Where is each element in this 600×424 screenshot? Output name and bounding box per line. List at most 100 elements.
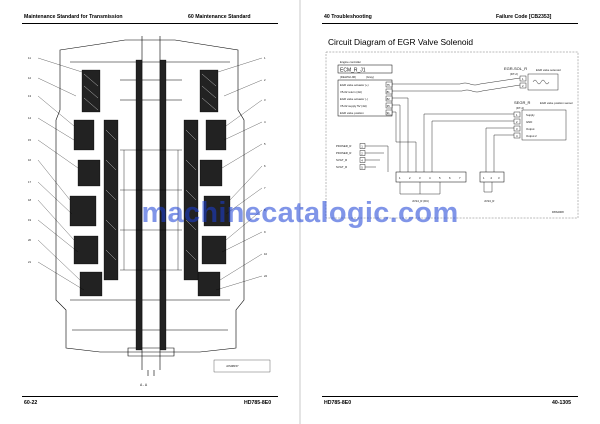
svg-text:Supply: Supply bbox=[526, 113, 535, 117]
svg-text:1: 1 bbox=[264, 56, 266, 60]
svg-text:1: 1 bbox=[361, 145, 363, 149]
circuit-diagram-title: Circuit Diagram of EGR Valve Solenoid bbox=[328, 37, 474, 47]
right-header-failure-code: Failure Code [CB2353] bbox=[496, 14, 552, 20]
watermark-text: machinecatalogic.com bbox=[141, 197, 459, 229]
svg-text:Engine controller: Engine controller bbox=[340, 60, 361, 64]
svg-text:12: 12 bbox=[28, 76, 32, 80]
svg-text:8: 8 bbox=[264, 208, 266, 212]
svg-text:82: 82 bbox=[387, 97, 391, 101]
right-page-number: 40-1305 bbox=[552, 400, 572, 406]
svg-text:10: 10 bbox=[264, 252, 268, 256]
svg-text:3: 3 bbox=[516, 127, 518, 131]
egr-solenoid-connector: EGR-SOL_R (DT-2) EGR valve solenoid 1 2 bbox=[504, 66, 561, 91]
svg-text:V5-02 return (4H): V5-02 return (4H) bbox=[340, 90, 362, 94]
svg-text:35: 35 bbox=[387, 104, 391, 108]
svg-text:EGR valve solenoid: EGR valve solenoid bbox=[536, 68, 561, 72]
svg-text:91: 91 bbox=[387, 111, 391, 115]
svg-text:6: 6 bbox=[264, 164, 266, 168]
right-model-code: HD785-8E0 bbox=[324, 400, 352, 406]
ecm-controller-box: Engine controller ECM_R_J1 (DELPHI-96) (… bbox=[337, 60, 393, 117]
svg-text:3: 3 bbox=[419, 176, 421, 180]
svg-text:22: 22 bbox=[264, 274, 268, 278]
left-header-chapter: 60 Maintenance Standard bbox=[188, 14, 251, 20]
svg-text:14: 14 bbox=[28, 116, 32, 120]
egr-position-sensor-connector: SEGR_R (DT-4) EGR valve position sensor … bbox=[513, 100, 573, 141]
svg-text:16: 16 bbox=[28, 158, 32, 162]
right-header-rule bbox=[322, 23, 578, 24]
svg-text:11: 11 bbox=[28, 56, 31, 60]
svg-text:4: 4 bbox=[429, 176, 431, 180]
svg-text:6: 6 bbox=[449, 176, 451, 180]
svg-text:1: 1 bbox=[399, 176, 401, 180]
svg-text:5: 5 bbox=[264, 142, 266, 146]
left-model-code: HD785-8E0 bbox=[244, 400, 272, 406]
left-page-number: 60-22 bbox=[24, 400, 38, 406]
svg-text:19: 19 bbox=[28, 218, 32, 222]
harness-connector-list: PDOSER_R 1 PDOSER_R 2 SVGT_R 4 SVGT_R 5 bbox=[336, 143, 366, 170]
svg-text:81: 81 bbox=[387, 90, 391, 94]
svg-text:EGR valve position: EGR valve position bbox=[340, 111, 364, 115]
right-footer-rule bbox=[322, 396, 578, 397]
svg-text:V5-02 supply 5V (4H): V5-02 supply 5V (4H) bbox=[340, 104, 367, 108]
binding-gutter bbox=[299, 0, 301, 424]
svg-text:2: 2 bbox=[264, 78, 266, 82]
svg-text:2: 2 bbox=[409, 176, 411, 180]
svg-text:2: 2 bbox=[522, 84, 524, 88]
svg-text:75: 75 bbox=[387, 83, 391, 87]
svg-text:18: 18 bbox=[28, 198, 32, 202]
svg-text:SVGT_R: SVGT_R bbox=[336, 165, 347, 169]
svg-text:EGR valve actuator (+): EGR valve actuator (+) bbox=[340, 83, 369, 87]
svg-text:PDOSER_R: PDOSER_R bbox=[336, 151, 351, 155]
right-page: 40 Troubleshooting Failure Code [CB2353]… bbox=[300, 0, 600, 424]
right-figure-code: D8S2008 bbox=[552, 210, 564, 214]
svg-text:JCS4_R (DU): JCS4_R (DU) bbox=[412, 199, 429, 203]
svg-text:ECM_R_J1: ECM_R_J1 bbox=[340, 68, 366, 74]
svg-text:5: 5 bbox=[361, 166, 363, 170]
egr-circuit-diagram: Engine controller ECM_R_J1 (DELPHI-96) (… bbox=[325, 51, 579, 219]
figure-code-frame bbox=[213, 359, 271, 373]
left-footer-rule bbox=[22, 396, 278, 397]
svg-text:7: 7 bbox=[264, 186, 266, 190]
svg-text:4: 4 bbox=[516, 134, 518, 138]
svg-text:7: 7 bbox=[459, 176, 461, 180]
left-figure-code: J2S08157 bbox=[226, 364, 239, 368]
svg-text:20: 20 bbox=[28, 238, 32, 242]
right-header-section: 40 Troubleshooting bbox=[324, 14, 372, 20]
svg-text:5: 5 bbox=[439, 176, 441, 180]
svg-text:EGR valve position sensor: EGR valve position sensor bbox=[540, 101, 573, 105]
svg-text:EGR-SOL_R: EGR-SOL_R bbox=[504, 66, 527, 71]
svg-text:3: 3 bbox=[264, 98, 266, 102]
svg-text:Output 2: Output 2 bbox=[526, 134, 537, 138]
svg-text:(DT-4): (DT-4) bbox=[516, 106, 524, 110]
svg-text:Output: Output bbox=[526, 127, 535, 131]
svg-text:17: 17 bbox=[28, 180, 32, 184]
svg-text:PDOSER_R: PDOSER_R bbox=[336, 144, 351, 148]
svg-text:EGR valve actuator (-): EGR valve actuator (-) bbox=[340, 97, 368, 101]
svg-text:JCS3_R: JCS3_R bbox=[484, 199, 494, 203]
svg-text:4: 4 bbox=[264, 120, 266, 124]
svg-text:1: 1 bbox=[516, 113, 518, 117]
svg-text:15: 15 bbox=[28, 138, 32, 142]
left-header-rule bbox=[22, 23, 278, 24]
junction-connector-jcs3: 1 2 3 JCS3_R bbox=[479, 171, 505, 203]
svg-text:GND: GND bbox=[526, 120, 532, 124]
svg-text:2: 2 bbox=[361, 152, 363, 156]
section-marker: A - A bbox=[140, 383, 148, 387]
svg-text:3: 3 bbox=[498, 176, 500, 180]
svg-text:9: 9 bbox=[264, 230, 266, 234]
svg-text:(Gray): (Gray) bbox=[366, 75, 374, 79]
svg-text:1: 1 bbox=[522, 77, 524, 81]
left-page: Maintenance Standard for Transmission 60… bbox=[22, 14, 278, 406]
svg-text:21: 21 bbox=[28, 260, 32, 264]
svg-text:1: 1 bbox=[483, 176, 485, 180]
left-header-section: Maintenance Standard for Transmission bbox=[24, 14, 123, 20]
svg-text:2: 2 bbox=[491, 176, 493, 180]
svg-text:(DT-2): (DT-2) bbox=[510, 72, 518, 76]
svg-text:(DELPHI-96): (DELPHI-96) bbox=[340, 75, 356, 79]
svg-text:13: 13 bbox=[28, 94, 32, 98]
junction-connector-jcs4: 1 2 3 4 5 6 7 JCS4_R (DU) bbox=[395, 171, 467, 203]
svg-text:4: 4 bbox=[361, 159, 363, 163]
svg-text:2: 2 bbox=[516, 120, 518, 124]
